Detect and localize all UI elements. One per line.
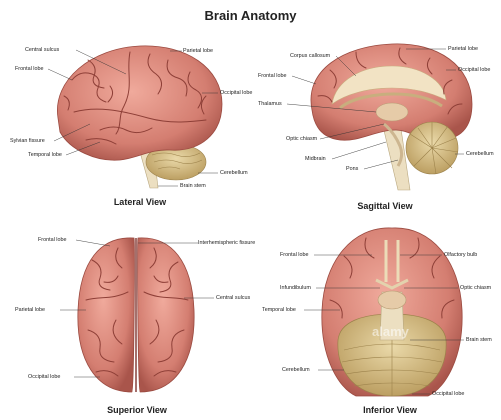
label-interhemispheric-fissure: Interhemispheric fissure (198, 240, 255, 246)
label-occipital-lobe-sagittal: Occipital lobe (458, 67, 490, 73)
label-occipital-lobe-superior: Occipital lobe (28, 374, 60, 380)
label-occipital-lobe-inferior: Occipital lobe (432, 391, 464, 397)
label-sylvian-fissure: Sylvian fissure (10, 138, 45, 144)
label-pons: Pons (346, 166, 358, 172)
label-olfactory-bulb: Olfactory bulb (444, 252, 477, 258)
inferior-brain (322, 228, 462, 396)
label-frontal-lobe: Frontal lobe (15, 66, 43, 72)
label-corpus-callosum: Corpus callosum (290, 53, 330, 59)
sagittal-brain (311, 44, 472, 190)
lateral-brain (57, 46, 222, 188)
caption-inferior-view: Inferior View (325, 405, 455, 415)
label-parietal-lobe-sagittal: Parietal lobe (448, 46, 478, 52)
label-brain-stem-inferior: Brain stem (466, 337, 492, 343)
label-optic-chiasm-inferior: Optic chiasm (460, 285, 491, 291)
label-parietal-lobe: Parietal lobe (183, 48, 213, 54)
label-temporal-lobe: Temporal lobe (28, 152, 62, 158)
caption-superior-view: Superior View (72, 405, 202, 415)
label-infundibulum: Infundibulum (280, 285, 311, 291)
label-cerebellum-sagittal: Cerebellum (466, 151, 494, 157)
label-frontal-lobe-sagittal: Frontal lobe (258, 73, 286, 79)
label-midbrain: Midbrain (305, 156, 326, 162)
label-temporal-lobe-inferior: Temporal lobe (262, 307, 296, 313)
label-central-sulcus-superior: Central sulcus (216, 295, 250, 301)
label-central-sulcus: Central sulcus (25, 47, 59, 53)
watermark: alamy (372, 324, 409, 339)
label-thalamus: Thalamus (258, 101, 282, 107)
superior-brain (78, 238, 194, 392)
label-cerebellum: Cerebellum (220, 170, 248, 176)
label-frontal-lobe-inferior: Frontal lobe (280, 252, 308, 258)
caption-lateral-view: Lateral View (75, 197, 205, 207)
label-occipital-lobe: Occipital lobe (220, 90, 252, 96)
label-frontal-lobe-superior: Frontal lobe (38, 237, 66, 243)
label-optic-chiasm: Optic chiasm (286, 136, 317, 142)
caption-sagittal-view: Sagittal View (320, 201, 450, 211)
label-cerebellum-inferior: Cerebellum (282, 367, 310, 373)
label-parietal-lobe-superior: Parietal lobe (15, 307, 45, 313)
label-brain-stem: Brain stem (180, 183, 206, 189)
